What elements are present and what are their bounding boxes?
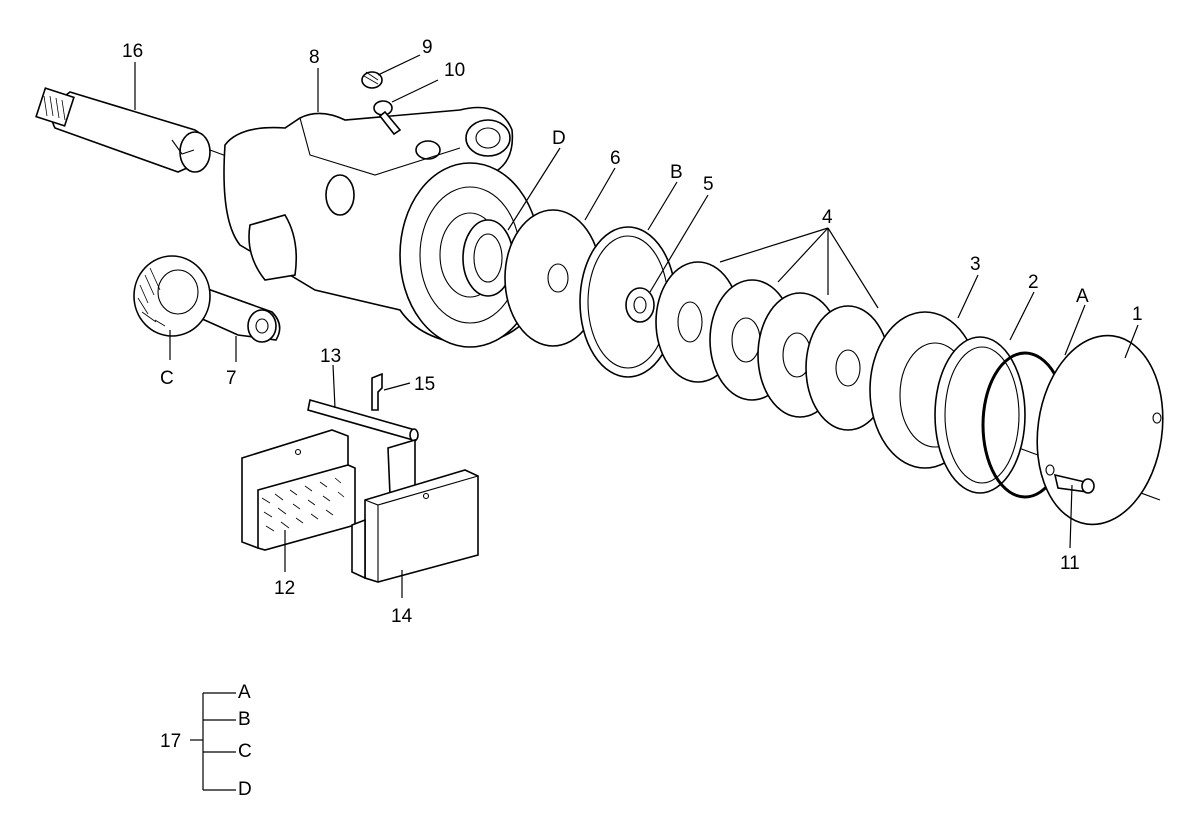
callout-14: 14 <box>391 606 413 627</box>
part-16-shaft <box>35 87 211 173</box>
bom-tree: 17 A B C D <box>160 682 252 800</box>
part-11-screw <box>1053 473 1095 494</box>
leader-lines <box>134 54 1139 598</box>
part-9-plug <box>361 71 383 89</box>
callout-b: B <box>670 162 683 183</box>
bom-child-c: C <box>238 741 252 762</box>
callout-4: 4 <box>822 207 833 228</box>
part-10-nipple <box>373 100 402 136</box>
callout-13: 13 <box>320 346 341 367</box>
callout-d: D <box>552 128 566 149</box>
callout-16: 16 <box>122 41 143 62</box>
part-2-split-ring <box>934 336 1026 494</box>
callout-3: 3 <box>970 254 981 275</box>
part-12-pad <box>241 429 356 551</box>
bom-parent-17: 17 <box>160 731 181 752</box>
callout-labels: 16 8 9 10 D 6 B 5 4 3 2 A 1 11 C 7 13 15… <box>122 37 1143 627</box>
part-c-gear <box>133 255 211 337</box>
bom-child-b: B <box>238 709 251 730</box>
callout-6: 6 <box>610 148 621 169</box>
callout-5: 5 <box>703 174 714 195</box>
callout-9: 9 <box>422 37 433 58</box>
callout-10: 10 <box>444 60 465 81</box>
bom-child-a: A <box>238 682 251 703</box>
part-4-disc-stack <box>655 261 891 431</box>
callout-1: 1 <box>1132 304 1143 325</box>
callout-2: 2 <box>1028 272 1039 293</box>
part-5-nut <box>625 287 655 323</box>
part-14-pad <box>351 438 479 583</box>
callout-c: C <box>160 368 174 389</box>
callout-11: 11 <box>1060 553 1080 574</box>
part-15-clip <box>371 372 383 411</box>
part-7-pinion-shaft <box>199 286 281 343</box>
callout-15: 15 <box>414 374 435 395</box>
callout-7: 7 <box>226 368 237 389</box>
callout-12: 12 <box>274 578 295 599</box>
callout-a: A <box>1076 286 1089 307</box>
callout-8: 8 <box>309 47 320 68</box>
bom-child-d: D <box>238 779 252 800</box>
part-1-cover <box>1036 334 1164 526</box>
